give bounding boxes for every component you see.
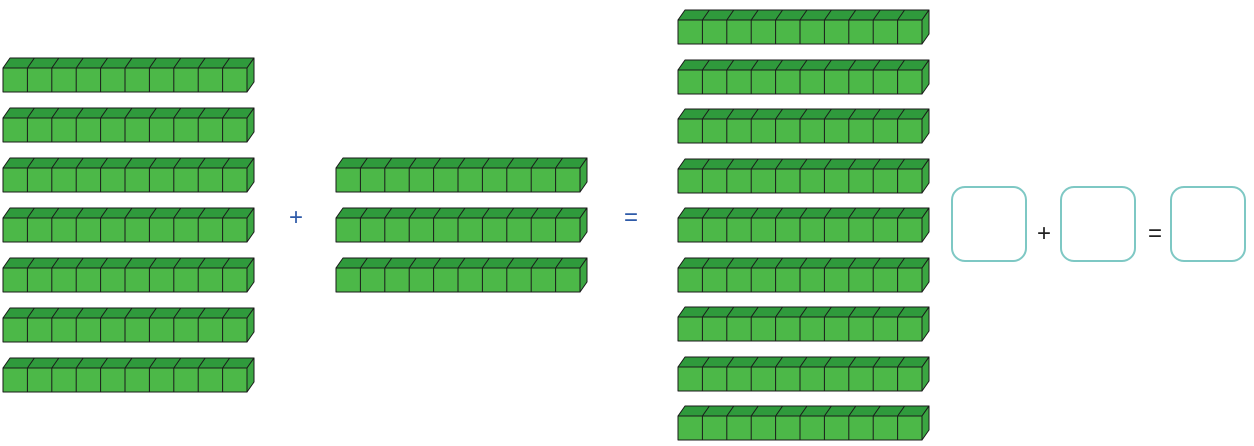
left-ten-rod-7 xyxy=(2,357,255,398)
middle-ten-rod-3 xyxy=(335,257,588,298)
equals-operator: = xyxy=(623,204,638,231)
sum-ten-rod-5 xyxy=(677,207,930,248)
sum-ten-rod-4 xyxy=(677,158,930,199)
middle-ten-rod-1 xyxy=(335,157,588,198)
left-ten-rod-4 xyxy=(2,207,255,248)
sum-ten-rod-1 xyxy=(677,9,930,50)
sum-ten-rod-7 xyxy=(677,306,930,347)
sum-ten-rod-6 xyxy=(677,257,930,298)
left-ten-rod-2 xyxy=(2,107,255,148)
sum-ten-rod-2 xyxy=(677,59,930,100)
middle-ten-rod-2 xyxy=(335,207,588,248)
left-ten-rod-6 xyxy=(2,307,255,348)
sum-ten-rod-9 xyxy=(677,405,930,446)
answer-box-first-addend[interactable] xyxy=(951,186,1027,262)
answer-plus-operator: + xyxy=(1036,220,1051,247)
sum-ten-rod-3 xyxy=(677,108,930,149)
answer-equals-operator: = xyxy=(1147,220,1162,247)
sum-ten-rod-8 xyxy=(677,356,930,397)
left-ten-rod-3 xyxy=(2,157,255,198)
left-ten-rod-5 xyxy=(2,257,255,298)
plus-operator: + xyxy=(288,204,303,231)
answer-box-sum[interactable] xyxy=(1170,186,1246,262)
left-ten-rod-1 xyxy=(2,57,255,98)
answer-box-second-addend[interactable] xyxy=(1060,186,1136,262)
